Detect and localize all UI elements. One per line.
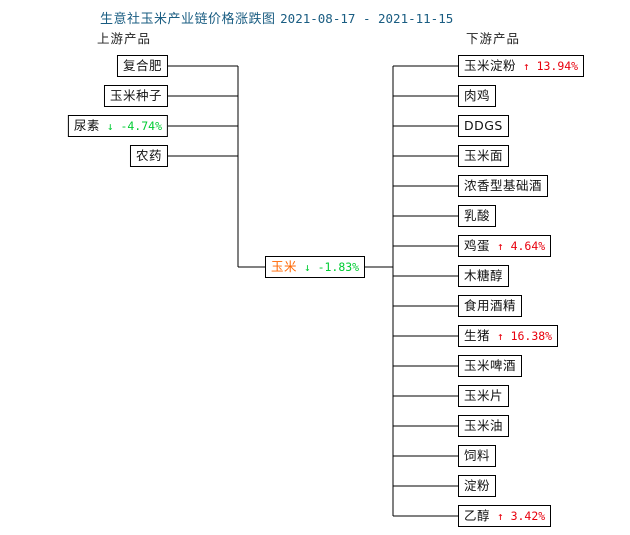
change-text: -1.83%	[310, 260, 360, 274]
arrow-down-icon: ↓	[106, 120, 114, 133]
node-label: 饲料	[464, 448, 491, 463]
change-value-up: ↑ 13.94%	[523, 59, 578, 73]
upstream-node-3[interactable]: 农药	[129, 145, 168, 167]
change-text: 16.38%	[503, 329, 553, 343]
node-label: 玉米啤酒	[464, 358, 517, 373]
downstream-column-header: 下游产品	[466, 31, 521, 46]
node-label: 乳酸	[464, 208, 491, 223]
node-label: 乙醇	[464, 508, 491, 523]
downstream-node-4[interactable]: 浓香型基础酒	[458, 175, 549, 197]
change-text: 3.42%	[503, 509, 546, 523]
upstream-node-1[interactable]: 玉米种子	[103, 85, 168, 107]
change-value-up: ↑ 4.64%	[497, 239, 545, 253]
downstream-node-12[interactable]: 玉米油	[458, 415, 510, 437]
downstream-node-3[interactable]: 玉米面	[458, 145, 510, 167]
node-label: 浓香型基础酒	[464, 178, 543, 193]
arrow-up-icon: ↑	[523, 60, 530, 73]
node-label: 玉米	[271, 259, 298, 274]
title-text: 生意社玉米产业链价格涨跌图	[100, 12, 276, 27]
arrow-up-icon: ↑	[497, 330, 504, 343]
node-label: 玉米油	[464, 418, 504, 433]
node-label: 木糖醇	[464, 268, 504, 283]
change-value-up: ↑ 3.42%	[497, 509, 545, 523]
node-label: 淀粉	[464, 478, 491, 493]
downstream-node-6[interactable]: 鸡蛋 ↑ 4.64%	[458, 235, 552, 257]
downstream-node-2[interactable]: DDGS	[458, 115, 509, 137]
node-label: 肉鸡	[464, 88, 491, 103]
node-label: 鸡蛋	[464, 238, 491, 253]
downstream-node-7[interactable]: 木糖醇	[458, 265, 510, 287]
downstream-node-13[interactable]: 饲料	[458, 445, 497, 467]
node-label: 玉米种子	[109, 88, 162, 103]
arrow-down-icon: ↓	[304, 261, 311, 274]
change-value-up: ↑ 16.38%	[497, 329, 552, 343]
node-label: 农药	[135, 148, 162, 163]
change-value-down: ↓ -1.83%	[304, 260, 359, 274]
node-label: 玉米淀粉	[464, 58, 517, 73]
arrow-up-icon: ↑	[497, 510, 504, 523]
upstream-node-0[interactable]: 复合肥	[116, 55, 168, 77]
node-label: 复合肥	[122, 58, 162, 73]
downstream-node-8[interactable]: 食用酒精	[458, 295, 523, 317]
change-value-down: ↓ -4.74%	[107, 119, 162, 133]
page-title: 生意社玉米产业链价格涨跌图 2021-08-17 - 2021-11-15	[100, 8, 453, 27]
node-label: DDGS	[464, 118, 503, 133]
downstream-node-9[interactable]: 生猪 ↑ 16.38%	[458, 325, 559, 347]
change-text: 13.94%	[529, 59, 579, 73]
downstream-node-1[interactable]: 肉鸡	[458, 85, 497, 107]
downstream-node-5[interactable]: 乳酸	[458, 205, 497, 227]
node-label: 生猪	[464, 328, 491, 343]
upstream-column-header: 上游产品	[97, 31, 152, 46]
downstream-node-10[interactable]: 玉米啤酒	[458, 355, 523, 377]
change-text: 4.64%	[503, 239, 546, 253]
node-label: 玉米片	[464, 388, 504, 403]
upstream-node-2[interactable]: 尿素 ↓ -4.74%	[67, 115, 168, 137]
arrow-up-icon: ↑	[497, 240, 504, 253]
change-text: -4.74%	[113, 119, 162, 133]
node-label: 玉米面	[464, 148, 504, 163]
node-label: 尿素	[73, 118, 100, 133]
downstream-node-14[interactable]: 淀粉	[458, 475, 497, 497]
node-label: 食用酒精	[464, 298, 517, 313]
downstream-node-0[interactable]: 玉米淀粉 ↑ 13.94%	[458, 55, 585, 77]
center-node-corn[interactable]: 玉米 ↓ -1.83%	[265, 256, 366, 278]
downstream-node-11[interactable]: 玉米片	[458, 385, 510, 407]
date-range: 2021-08-17 - 2021-11-15	[280, 11, 454, 26]
downstream-node-15[interactable]: 乙醇 ↑ 3.42%	[458, 505, 552, 527]
